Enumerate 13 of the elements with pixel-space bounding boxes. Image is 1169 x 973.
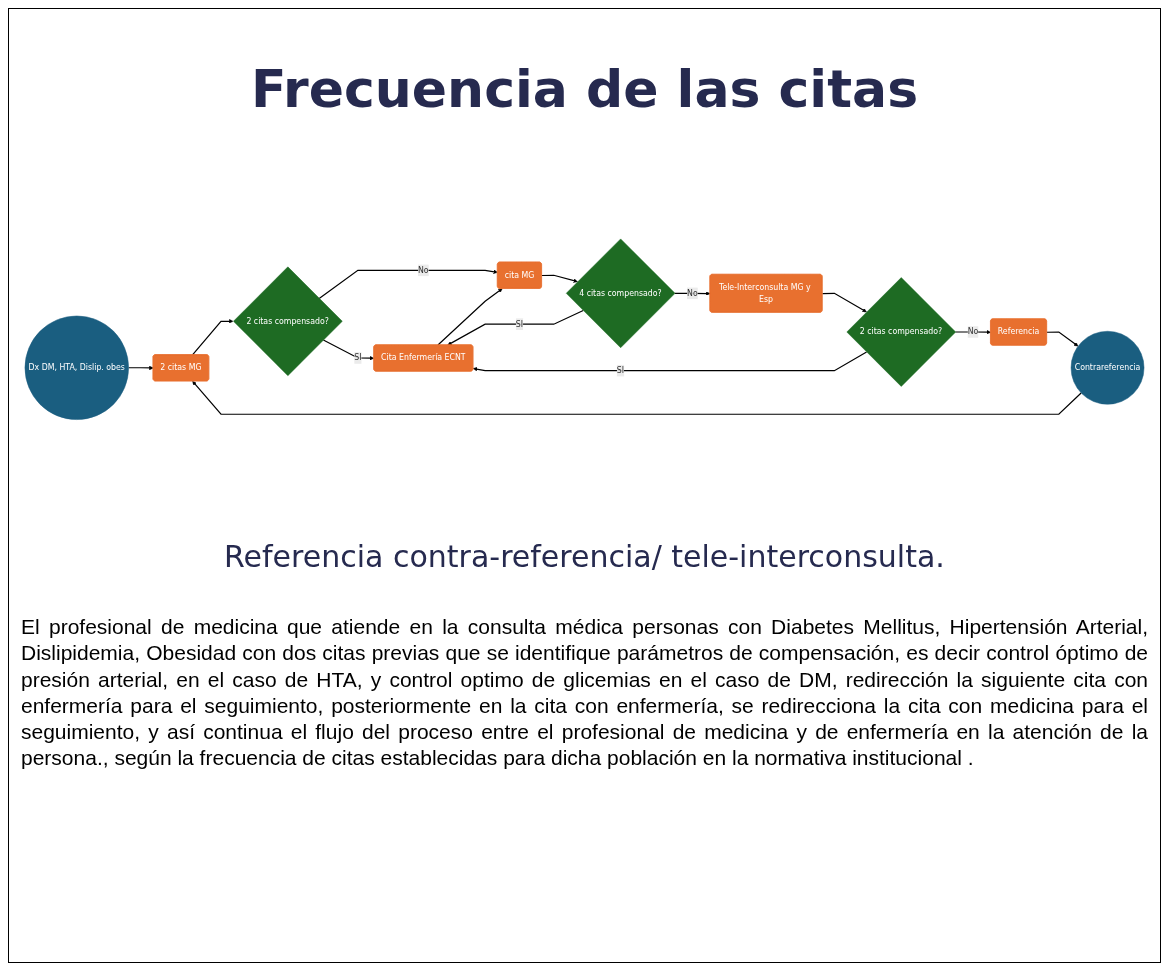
arrow (1046, 331, 1079, 347)
arrow (318, 269, 498, 299)
arrow (191, 318, 234, 356)
arrow (128, 365, 154, 370)
arrow (821, 292, 867, 312)
paragraph: El profesional de medicina que atiende en la consulta médica personas con Diabetes Mellitus, Hipertensión Arterial, Dislipidemia, Obesidad con dos citas previas que se identifique parámetros de compensación, es decir control óptimo de presión arterial, en el caso de HTA, y control optimo de glicemias en el caso de DM, redirección la siguiente cita con enfermería para el seguimiento, posteriormente en la cita con enfermería, se redirecciona la cita con medicina para el seguimiento, y así continua el flujo del proceso entre el profesional de medicina y de enfermería en la atención de la persona., según la frecuencia de citas establecidas para dicha población en la normativa institucional . (21, 614, 1148, 772)
caption: Referencia contra-referencia/ tele-interconsulta. (223, 539, 946, 574)
arrow (437, 288, 503, 346)
arrow (541, 274, 578, 283)
arrow (447, 309, 584, 345)
title: Frecuencia de las citas (249, 59, 920, 119)
arrow (322, 339, 375, 361)
arrow (472, 351, 868, 372)
